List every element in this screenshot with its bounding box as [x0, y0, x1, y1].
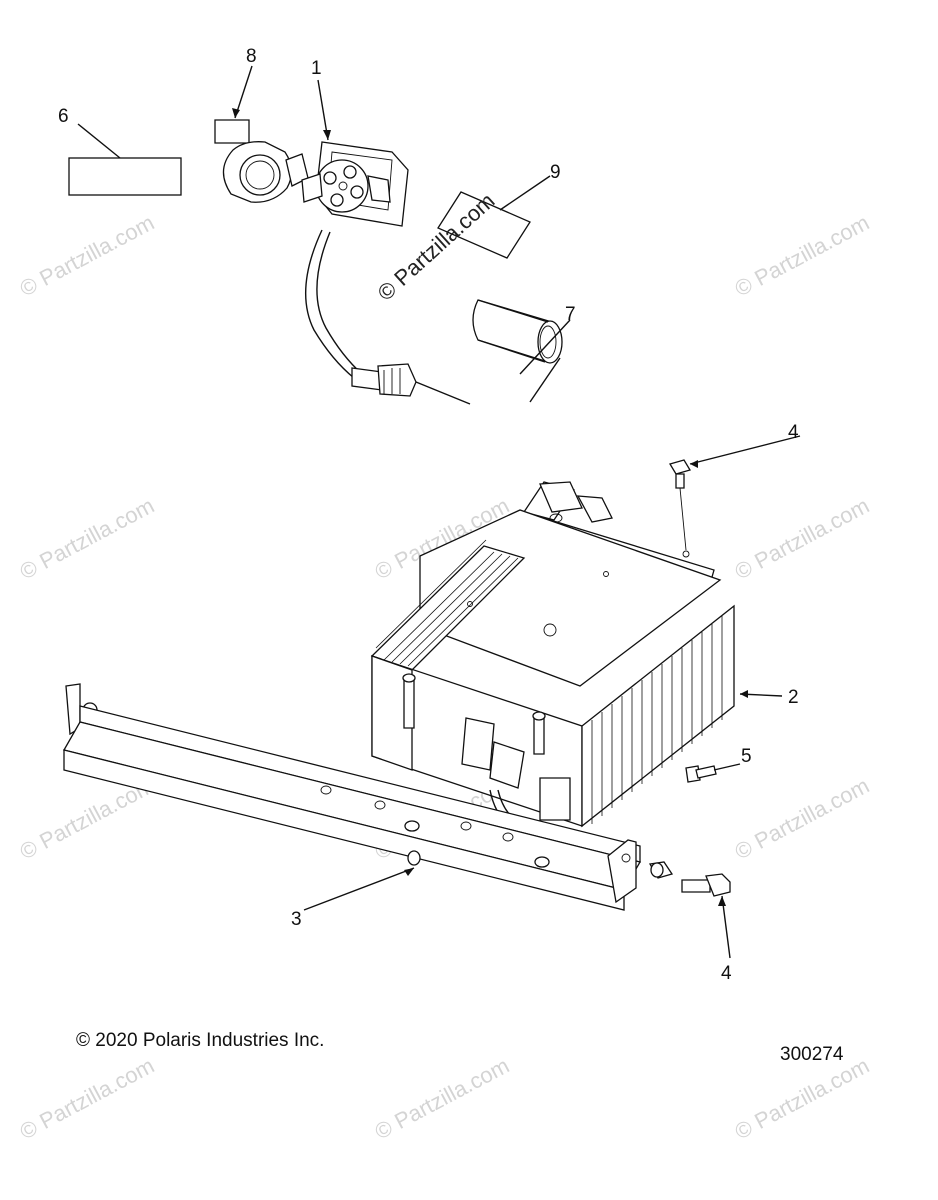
callout-4-bottom: 4: [721, 963, 732, 984]
callout-8: 8: [246, 46, 257, 67]
part-2-charger: [370, 481, 735, 836]
watermark: © Partzilla.com: [731, 210, 874, 302]
watermark: © Partzilla.com: [16, 210, 159, 302]
callout-4-top: 4: [788, 422, 799, 443]
watermark: © Partzilla.com: [16, 1053, 159, 1145]
callout-1: 1: [311, 58, 322, 79]
leader-lines: [77, 65, 801, 959]
part-4-bolt-top: [669, 459, 691, 551]
part-4-bolt-bottom: [681, 873, 731, 897]
watermark: © Partzilla.com: [16, 493, 159, 585]
part-4-nut: [648, 861, 674, 879]
callout-7: 7: [565, 304, 576, 325]
callout-5: 5: [741, 746, 752, 767]
watermark: © Partzilla.com: [371, 1053, 514, 1145]
part-3-rail: [63, 683, 641, 911]
diagram-number: 300274: [780, 1044, 844, 1065]
watermark: © Partzilla.com: [731, 493, 874, 585]
part-6-label: [68, 157, 182, 196]
watermark: © Partzilla.com: [731, 1053, 874, 1145]
callout-numbers: 1 2 3 4 4 5 6 7 8 9: [58, 46, 799, 984]
callout-2: 2: [788, 687, 799, 708]
part-7-sleeve: [472, 299, 563, 403]
heatsink-fins-right: [581, 604, 735, 828]
callout-6: 6: [58, 106, 69, 127]
heatsink-fins-left: [370, 539, 526, 671]
watermark-layer: © Partzilla.com © Partzilla.com © Partzi…: [16, 210, 874, 1145]
copyright-text: © 2020 Polaris Industries Inc.: [76, 1030, 324, 1051]
part-5-nut: [685, 765, 717, 783]
part-1-receptacle: [222, 141, 471, 405]
watermark: © Partzilla.com: [731, 773, 874, 865]
callout-3: 3: [291, 909, 302, 930]
part-8-label: [214, 119, 250, 144]
callout-9: 9: [550, 162, 561, 183]
part-9-label: [437, 191, 531, 259]
